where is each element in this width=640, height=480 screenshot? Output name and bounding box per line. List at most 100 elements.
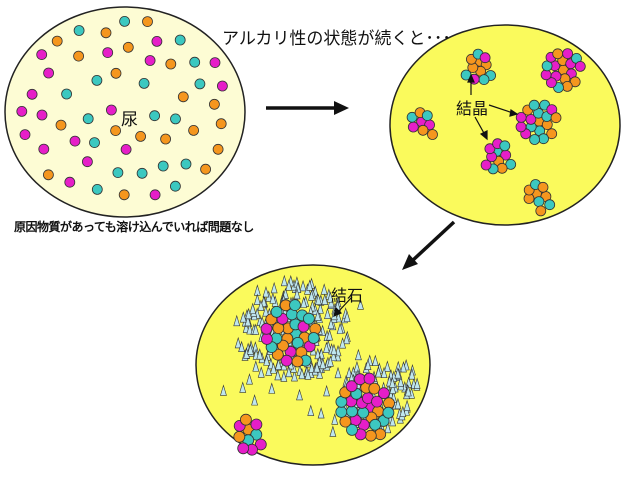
crystal-ball [382, 406, 395, 419]
spike-crystal [320, 283, 328, 295]
spike-crystal [329, 425, 337, 437]
particle [160, 133, 172, 145]
spike-crystal [315, 293, 322, 305]
spike-crystal [249, 302, 257, 314]
particle [43, 67, 54, 79]
spike-crystal [275, 358, 282, 370]
spike-crystal [299, 279, 307, 292]
spike-crystal [234, 336, 242, 349]
particle [216, 80, 228, 92]
particle [135, 130, 147, 142]
crystal-ball [552, 48, 564, 60]
crystal-ball [346, 405, 358, 418]
particle [112, 167, 124, 179]
spike-crystal [354, 348, 362, 361]
dissolved-note: 原因物質があっても溶け込んでいれば問題なし [14, 220, 254, 234]
crystal-ball [237, 442, 250, 455]
particle [91, 183, 103, 195]
particle [91, 75, 103, 86]
spike-crystal [285, 365, 293, 378]
particle [200, 163, 212, 175]
particle [36, 109, 48, 121]
crystal-ball [368, 382, 381, 395]
particle [174, 34, 186, 46]
spike-crystal [400, 361, 407, 373]
arrow-down-left [402, 220, 456, 270]
crystal-ball [515, 112, 527, 123]
crystal-ball [496, 162, 508, 174]
crystal-ball [561, 81, 573, 92]
particle [119, 15, 130, 27]
crystal-ball [254, 438, 267, 451]
spike-crystal [293, 287, 301, 300]
particle [212, 143, 224, 155]
particle [43, 169, 54, 181]
spike-crystal [239, 311, 247, 323]
spike-crystal [308, 289, 315, 301]
crystal-ball [291, 355, 304, 368]
particle [208, 98, 220, 110]
spike-crystal [364, 358, 372, 371]
crystal-pointer-arrows [467, 73, 519, 141]
crystal-ball [544, 199, 556, 211]
crystal-ball [480, 159, 492, 171]
spike-crystal [257, 366, 265, 378]
spike-crystal [308, 361, 316, 373]
spike-crystal [239, 381, 247, 393]
spike-crystal [323, 341, 330, 353]
spike-crystal [251, 394, 258, 406]
crystal-ball [371, 395, 383, 408]
spike-crystal [270, 362, 277, 374]
spike-crystal [331, 413, 339, 425]
spike-crystal [252, 323, 260, 335]
spike-crystal [291, 369, 298, 382]
crystal-ball [569, 76, 581, 88]
spike-crystal [389, 414, 397, 427]
crystal-ball [528, 99, 540, 111]
spike-crystal [384, 421, 392, 434]
spike-crystal [280, 370, 288, 382]
spike-crystal [274, 368, 282, 381]
crystal-ball [540, 69, 552, 81]
crystal-clusters [406, 48, 586, 217]
crystal-ball [478, 74, 490, 85]
spike-crystal [280, 274, 288, 287]
crystal-ball [427, 129, 438, 140]
spike-crystal [317, 407, 325, 419]
spike-crystal [330, 349, 337, 362]
crystal-ball [421, 110, 433, 121]
particle [38, 143, 50, 155]
particle [189, 56, 201, 68]
spike-crystal [269, 292, 277, 304]
spike-crystal [314, 309, 322, 321]
spike-crystal [327, 317, 335, 330]
particle [82, 156, 93, 168]
spike-crystal [397, 375, 405, 388]
spike-crystal [313, 361, 321, 373]
particle [180, 158, 192, 170]
crystal-ball [537, 181, 549, 193]
crystal-ball [407, 121, 419, 133]
spike-crystal [262, 285, 270, 298]
crystal-ball [307, 332, 320, 344]
dissolved-particles [16, 15, 228, 201]
crystal-ball [346, 423, 358, 436]
spike-crystal [246, 373, 253, 385]
crystal-ball [377, 387, 390, 400]
particle [110, 125, 121, 137]
spike-crystal [257, 299, 265, 311]
crystal-ball [533, 196, 545, 208]
particle [19, 129, 31, 141]
particle [73, 50, 84, 62]
crystal-ball [233, 430, 246, 443]
particle [69, 135, 81, 147]
spike-crystal [371, 354, 379, 366]
particle [170, 113, 181, 125]
spike-crystal [330, 343, 338, 355]
crystal-ball [369, 418, 382, 431]
crystal-ball [479, 52, 491, 64]
particle [169, 180, 181, 192]
particle [100, 27, 112, 39]
stone-label: 結石 [331, 286, 364, 305]
